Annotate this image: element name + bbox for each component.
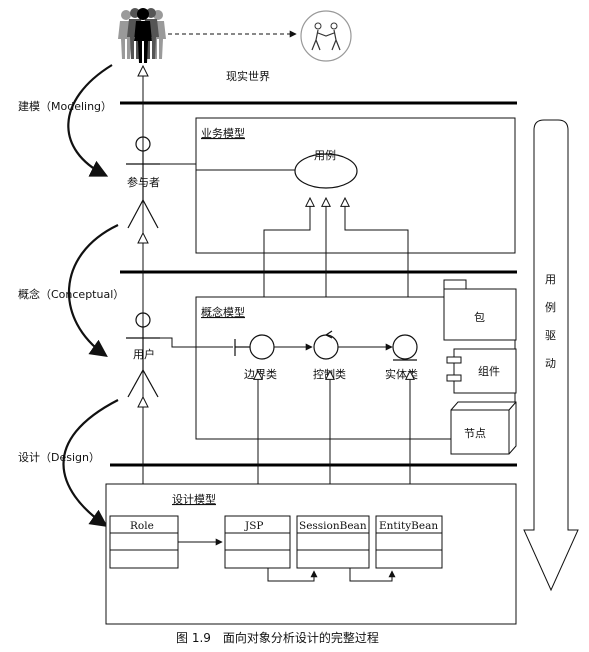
business-actor-label: 参与者 xyxy=(127,175,160,189)
side-label-char-2: 例 xyxy=(545,300,556,314)
entity-class-label: 实体类 xyxy=(385,367,418,381)
business-actor-icon xyxy=(126,136,160,229)
concept-model-title: 概念模型 xyxy=(201,305,245,319)
use-case-label: 用例 xyxy=(314,148,336,162)
class-box-jsp xyxy=(224,515,291,569)
node-icon xyxy=(450,401,517,455)
package-label: 包 xyxy=(474,311,485,324)
boundary-class-label: 边界类 xyxy=(244,367,277,381)
side-label-char-4: 动 xyxy=(545,357,556,370)
user-actor-label: 用户 xyxy=(133,347,155,361)
business-model-title: 业务模型 xyxy=(201,126,245,140)
class-name-jsp: JSP xyxy=(244,520,263,532)
inheritance-triangles xyxy=(137,64,149,408)
stage-label-design: 设计（Design） xyxy=(18,451,100,464)
stage-label-modeling: 建模（Modeling） xyxy=(18,99,112,113)
design-model-title: 设计模型 xyxy=(172,492,216,506)
use-case-ellipse xyxy=(294,153,358,189)
design-associations xyxy=(178,538,396,582)
user-boundary-link xyxy=(160,337,233,348)
entity-class-icon xyxy=(392,334,418,361)
class-box-role xyxy=(109,515,179,569)
people-group-icon xyxy=(118,8,166,63)
stage-label-conceptual: 概念（Conceptual） xyxy=(18,287,124,301)
class-box-sessionbean xyxy=(296,515,370,569)
real-world-label: 现实世界 xyxy=(226,69,270,83)
component-label: 组件 xyxy=(478,364,500,378)
class-name-role: Role xyxy=(130,520,154,532)
class-name-sessionbean: SessionBean xyxy=(299,520,367,532)
figure-caption: 图 1.9 面向对象分析设计的完整过程 xyxy=(176,630,379,645)
handshake-icon xyxy=(300,10,352,62)
user-actor-icon xyxy=(126,312,160,398)
package-icon xyxy=(443,279,517,341)
class-box-entitybean xyxy=(375,515,443,569)
use-case-driven-arrow xyxy=(523,119,579,592)
node-label: 节点 xyxy=(464,427,486,440)
side-label-char-1: 用 xyxy=(545,273,556,286)
side-label-char-3: 驱 xyxy=(545,329,556,342)
class-name-entitybean: EntityBean xyxy=(379,520,438,532)
flow-arrows xyxy=(62,64,119,528)
component-icon xyxy=(446,348,517,394)
actor-usecase-link xyxy=(158,163,296,171)
